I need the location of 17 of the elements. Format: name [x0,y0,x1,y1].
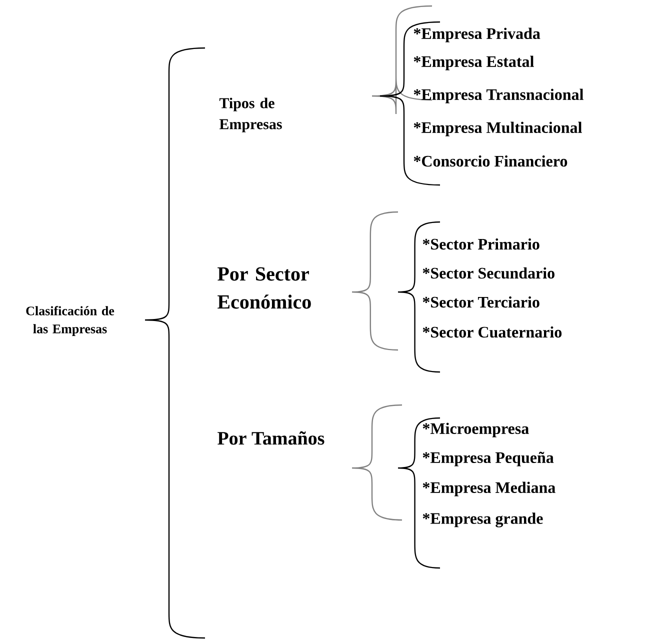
list-item: *Empresa Estatal [414,56,534,70]
list-item: *Empresa Privada [414,28,540,42]
list-item: *Empresa Pequeña [422,452,554,466]
list-item: *Consorcio Financiero [414,155,568,167]
list-item: *Empresa Transnacional [414,88,584,104]
list-item: *Empresa Mediana [422,482,556,496]
category-text: Por Sector Económico [218,267,311,309]
list-item: *Sector Secundario [422,267,554,279]
list-item: *Empresa Multinacional [414,122,582,136]
heading-text: Clasificación de las Empresas [26,306,114,336]
list-item: *Microempresa [422,422,529,438]
list-item: *Sector Primario [422,238,540,250]
list-item: *Sector Cuaternario [422,326,562,338]
category-text: Tipos de Empresas [219,98,282,132]
list-item: *Sector Terciario [422,296,540,308]
list-item: *Empresa grande [422,512,543,528]
category-text: Por Tamaños [218,431,324,445]
